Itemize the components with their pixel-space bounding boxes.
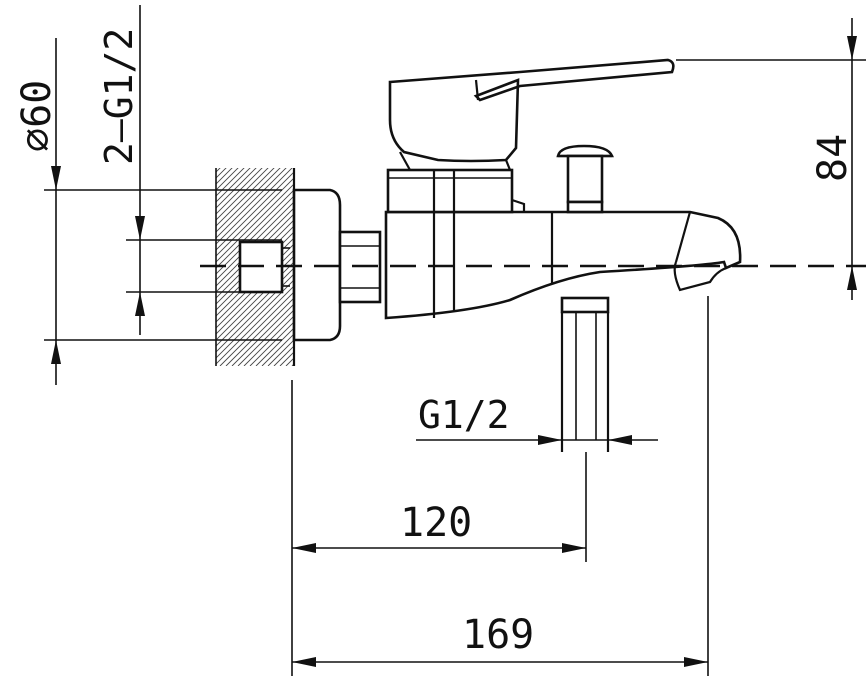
cartridge-housing (386, 168, 526, 214)
outlet-thread-label: G1/2 (418, 393, 510, 437)
shower-outlet (560, 296, 610, 452)
length-169-dimension: 169 (292, 296, 709, 676)
inlet-thread-label: 2–G1/2 (97, 28, 141, 165)
length-169-label: 169 (462, 612, 534, 658)
diverter-knob (556, 144, 614, 214)
length-120-dimension: 120 (291, 380, 587, 676)
inlet-thread-dimension: 2–G1/2 (97, 5, 282, 335)
length-120-label: 120 (400, 500, 472, 546)
diameter-label: ∅60 (14, 80, 60, 152)
height-dimension: 84 (676, 18, 866, 300)
lever-handle (388, 58, 675, 171)
diameter-dimension: ∅60 (14, 38, 282, 385)
height-label: 84 (810, 134, 856, 182)
outlet-thread-dimension: G1/2 (416, 393, 658, 445)
